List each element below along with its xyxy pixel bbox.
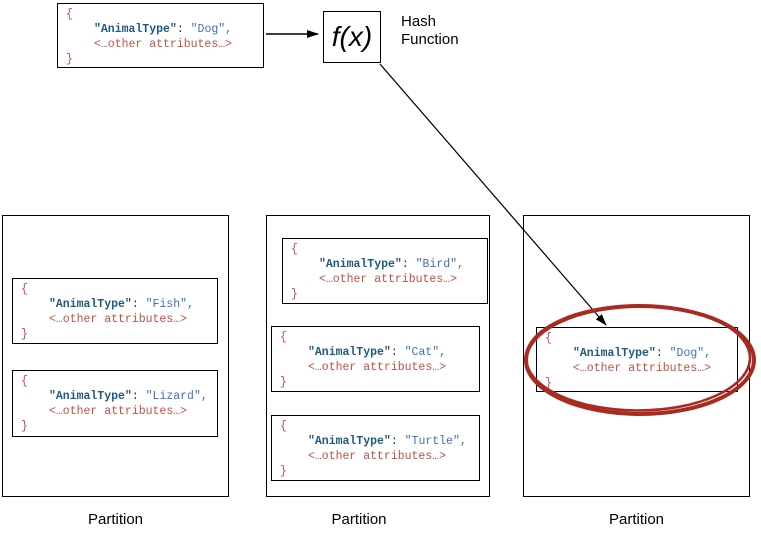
code-line: "AnimalType": "Fish", <box>21 297 217 312</box>
record-box-fish: { "AnimalType": "Fish", <…other attribut… <box>12 278 218 344</box>
json-value: "Turtle", <box>404 435 467 448</box>
hash-function-label-line1: Hash <box>401 13 437 30</box>
json-colon: : <box>176 23 191 36</box>
json-key: "AnimalType" <box>573 347 656 360</box>
code-line: "AnimalType": "Dog", <box>66 22 263 37</box>
code-line: { <box>21 282 217 297</box>
code-line: { <box>545 331 737 346</box>
json-key: "AnimalType" <box>319 258 402 271</box>
code-line: { <box>66 7 263 22</box>
code-line: } <box>21 327 217 342</box>
code-line: <…other attributes…> <box>66 37 263 52</box>
json-value: "Fish", <box>145 298 194 311</box>
hash-function-symbol: f(x) <box>331 21 373 52</box>
code-line: } <box>545 376 737 391</box>
json-value: "Dog", <box>190 23 233 36</box>
json-close-brace: } <box>66 53 73 66</box>
code-line: <…other attributes…> <box>21 404 217 419</box>
record-box-lizard: { "AnimalType": "Lizard", <…other attrib… <box>12 370 218 437</box>
partition-label-right: Partition <box>608 511 665 528</box>
json-other-attributes: <…other attributes…> <box>573 362 712 375</box>
code-line: <…other attributes…> <box>280 360 479 375</box>
json-colon: : <box>401 258 416 271</box>
json-colon: : <box>131 298 146 311</box>
partition-label-middle: Partition <box>331 511 387 528</box>
json-close-brace: } <box>280 465 287 478</box>
json-other-attributes: <…other attributes…> <box>308 450 447 463</box>
json-close-brace: } <box>21 420 28 433</box>
json-close-brace: } <box>21 328 28 341</box>
record-box-bird: { "AnimalType": "Bird", <…other attribut… <box>282 238 488 304</box>
json-value: "Bird", <box>415 258 464 271</box>
json-close-brace: } <box>280 376 287 389</box>
json-open-brace: { <box>545 332 552 345</box>
partition-label-left: Partition <box>87 511 144 528</box>
record-box-turtle: { "AnimalType": "Turtle", <…other attrib… <box>271 415 480 481</box>
json-open-brace: { <box>21 375 28 388</box>
json-key: "AnimalType" <box>308 435 391 448</box>
json-open-brace: { <box>21 283 28 296</box>
json-colon: : <box>131 390 146 403</box>
json-other-attributes: <…other attributes…> <box>49 405 188 418</box>
code-line: "AnimalType": "Turtle", <box>280 434 479 449</box>
json-other-attributes: <…other attributes…> <box>308 361 447 374</box>
code-line: } <box>280 375 479 390</box>
json-key: "AnimalType" <box>308 346 391 359</box>
json-open-brace: { <box>280 331 287 344</box>
hash-function-label-line2: Function <box>401 30 459 48</box>
code-line: } <box>291 287 487 302</box>
code-line: } <box>280 464 479 479</box>
code-line: { <box>280 419 479 434</box>
record-box-source-dog: { "AnimalType": "Dog", <…other attribute… <box>57 3 264 68</box>
json-key: "AnimalType" <box>49 390 132 403</box>
json-value: "Lizard", <box>145 390 208 403</box>
code-line: "AnimalType": "Bird", <box>291 257 487 272</box>
code-line: { <box>21 374 217 389</box>
json-open-brace: { <box>291 243 298 256</box>
code-line: "AnimalType": "Cat", <box>280 345 479 360</box>
hash-function-label: Hash Function <box>401 13 459 48</box>
code-line: { <box>280 330 479 345</box>
json-other-attributes: <…other attributes…> <box>319 273 458 286</box>
json-other-attributes: <…other attributes…> <box>49 313 188 326</box>
json-value: "Dog", <box>669 347 712 360</box>
code-line: } <box>21 419 217 434</box>
partition-box-left <box>2 215 229 497</box>
code-line: <…other attributes…> <box>545 361 737 376</box>
json-open-brace: { <box>66 8 73 21</box>
code-line: { <box>291 242 487 257</box>
code-line: "AnimalType": "Dog", <box>545 346 737 361</box>
record-box-cat: { "AnimalType": "Cat", <…other attribute… <box>271 326 480 392</box>
record-box-dog-highlighted: { "AnimalType": "Dog", <…other attribute… <box>536 327 738 392</box>
json-key: "AnimalType" <box>49 298 132 311</box>
json-other-attributes: <…other attributes…> <box>94 38 233 51</box>
json-close-brace: } <box>291 288 298 301</box>
code-line: <…other attributes…> <box>280 449 479 464</box>
json-open-brace: { <box>280 420 287 433</box>
json-colon: : <box>390 435 405 448</box>
json-colon: : <box>655 347 670 360</box>
json-close-brace: } <box>545 377 552 390</box>
hash-function-box: f(x) <box>323 11 381 63</box>
code-line: } <box>66 52 263 67</box>
code-line: "AnimalType": "Lizard", <box>21 389 217 404</box>
json-value: "Cat", <box>404 346 447 359</box>
json-key: "AnimalType" <box>94 23 177 36</box>
code-line: <…other attributes…> <box>291 272 487 287</box>
json-colon: : <box>390 346 405 359</box>
code-line: <…other attributes…> <box>21 312 217 327</box>
